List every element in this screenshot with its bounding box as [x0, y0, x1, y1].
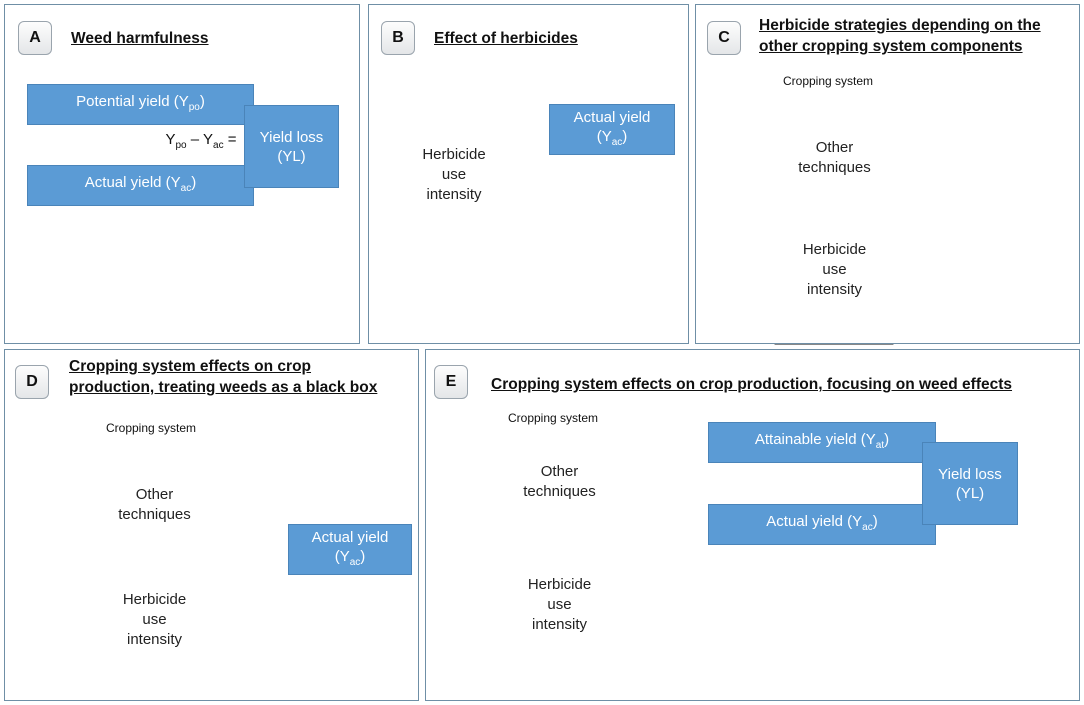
panel-c-title-line1: Herbicide strategies depending on the [759, 17, 1041, 34]
a-weeds-label: Weeds [117, 280, 165, 297]
panel-d-title-line2: production, treating weeds as a black bo… [69, 379, 378, 396]
panel-c [695, 4, 1080, 344]
c-weeds-label: Weeds [975, 196, 1023, 213]
panel-c-label: C [707, 21, 741, 55]
e-yield-loss-box: Yield loss (YL) [922, 442, 1018, 525]
e-actual-yield-box: Actual yield (Yac) [708, 504, 936, 545]
panel-e-label: E [434, 365, 468, 399]
e-cropping-system-label: Cropping system [506, 411, 601, 425]
panel-b-label: B [381, 21, 415, 55]
e-attainable-yield-box: Attainable yield (Yat) [708, 422, 936, 463]
panel-b [368, 4, 689, 344]
a-yield-loss-box: Yield loss (YL) [244, 105, 339, 188]
b-actual-yield-box: Actual yield (Yac) [549, 104, 675, 155]
b-weeds-label: Weeds [588, 248, 636, 265]
c-cropping-system-label: Cropping system [781, 74, 876, 88]
d-actual-yield-box: Actual yield (Yac) [288, 524, 412, 575]
panel-b-title: Effect of herbicides [434, 30, 578, 47]
a-potential-yield-box: Potential yield (Ypo) [27, 84, 254, 125]
panel-c-title-line2: other cropping system components [759, 38, 1023, 55]
a-formula: Ypo – Yac = [165, 131, 237, 151]
panel-d-title-line1: Cropping system effects on crop [69, 358, 312, 375]
a-actual-yield-box: Actual yield (Yac) [27, 165, 254, 206]
panel-a-title: Weed harmfulness [71, 30, 209, 47]
panel-d-label: D [15, 365, 49, 399]
panel-a-label: A [18, 21, 52, 55]
panel-e-title: Cropping system effects on crop producti… [491, 376, 1013, 393]
d-cropping-system-label: Cropping system [104, 421, 199, 435]
e-weeds-label: weeds [736, 642, 780, 659]
